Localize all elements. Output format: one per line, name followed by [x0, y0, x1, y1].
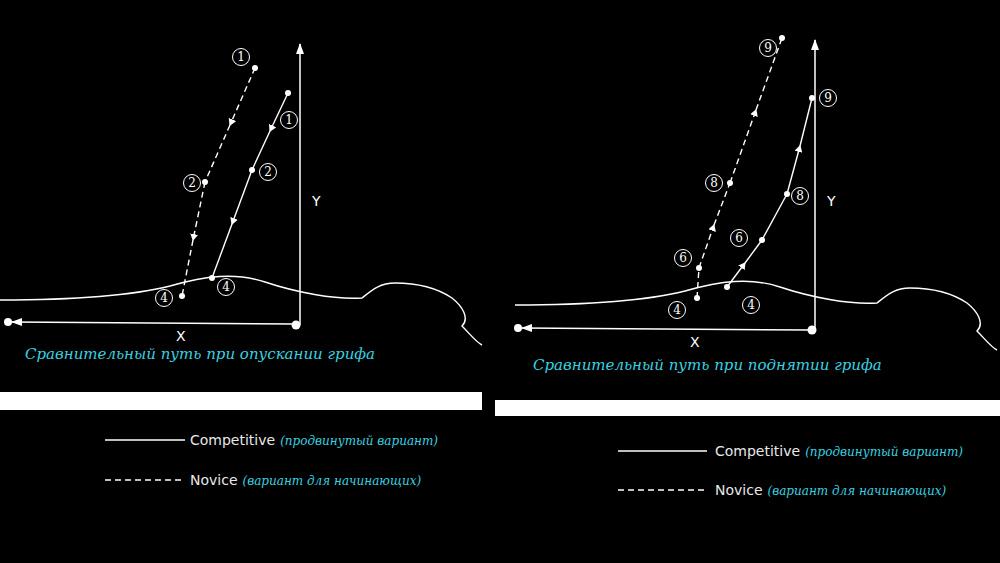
axis-label: Y — [310, 193, 323, 209]
lowering-panel — [0, 44, 482, 345]
callout-number: 9 — [819, 89, 837, 107]
lifter-outline — [0, 276, 482, 345]
callout-number: 6 — [674, 249, 692, 267]
caption-text: Сравнительный путь при опускании грифа — [25, 347, 375, 362]
competitive-path — [727, 98, 812, 287]
legend-note: (вариант для начинающих) — [768, 485, 947, 497]
legend-note: (продвинутый вариант) — [805, 446, 963, 458]
lifter-outline — [515, 281, 997, 350]
axis-end-dot — [4, 318, 12, 326]
callout-number: 4 — [155, 289, 173, 307]
callout-number: 8 — [705, 174, 723, 192]
callout-number: 4 — [217, 278, 235, 296]
axis-label: X — [174, 328, 188, 344]
x-axis — [12, 322, 296, 324]
axis-label: X — [688, 334, 702, 350]
caption-text: Сравнительный путь при поднятии грифа — [533, 358, 882, 373]
legend-note: (продвинутый вариант) — [280, 435, 438, 447]
path-dots — [179, 65, 291, 299]
separator-band — [0, 392, 482, 410]
callout-number: 8 — [791, 187, 809, 205]
legend-text: Competitive — [715, 444, 800, 458]
dashed-line-sample — [618, 489, 707, 490]
y-axis — [299, 44, 301, 325]
novice-path — [182, 68, 255, 296]
origin-dot — [292, 321, 301, 330]
y-axis — [814, 40, 816, 330]
legend-text: Competitive — [190, 433, 275, 447]
callout-number: 6 — [730, 229, 748, 247]
raising-panel — [514, 35, 997, 350]
callout-number: 2 — [259, 163, 277, 181]
axis-label: Y — [825, 193, 838, 209]
origin-dot — [808, 326, 817, 335]
callout-number: 9 — [759, 39, 777, 57]
axis-end-dot — [514, 324, 522, 332]
separator-band — [495, 400, 1000, 416]
competitive-path — [212, 93, 288, 278]
x-axis — [522, 328, 811, 330]
callout-number: 4 — [742, 296, 760, 314]
legend-text: Novice — [715, 483, 763, 497]
callout-number: 2 — [183, 174, 201, 192]
callout-number: 4 — [668, 301, 686, 319]
legend-text: Novice — [190, 473, 238, 487]
solid-line-sample — [105, 439, 185, 440]
novice-path — [697, 38, 782, 298]
dashed-line-sample — [105, 479, 185, 480]
callout-number: 1 — [280, 111, 298, 129]
callout-number: 1 — [232, 48, 250, 66]
solid-line-sample — [618, 450, 707, 451]
legend-note: (вариант для начинающих) — [243, 475, 422, 487]
legend-samples — [105, 440, 707, 490]
path-dots — [694, 35, 815, 301]
